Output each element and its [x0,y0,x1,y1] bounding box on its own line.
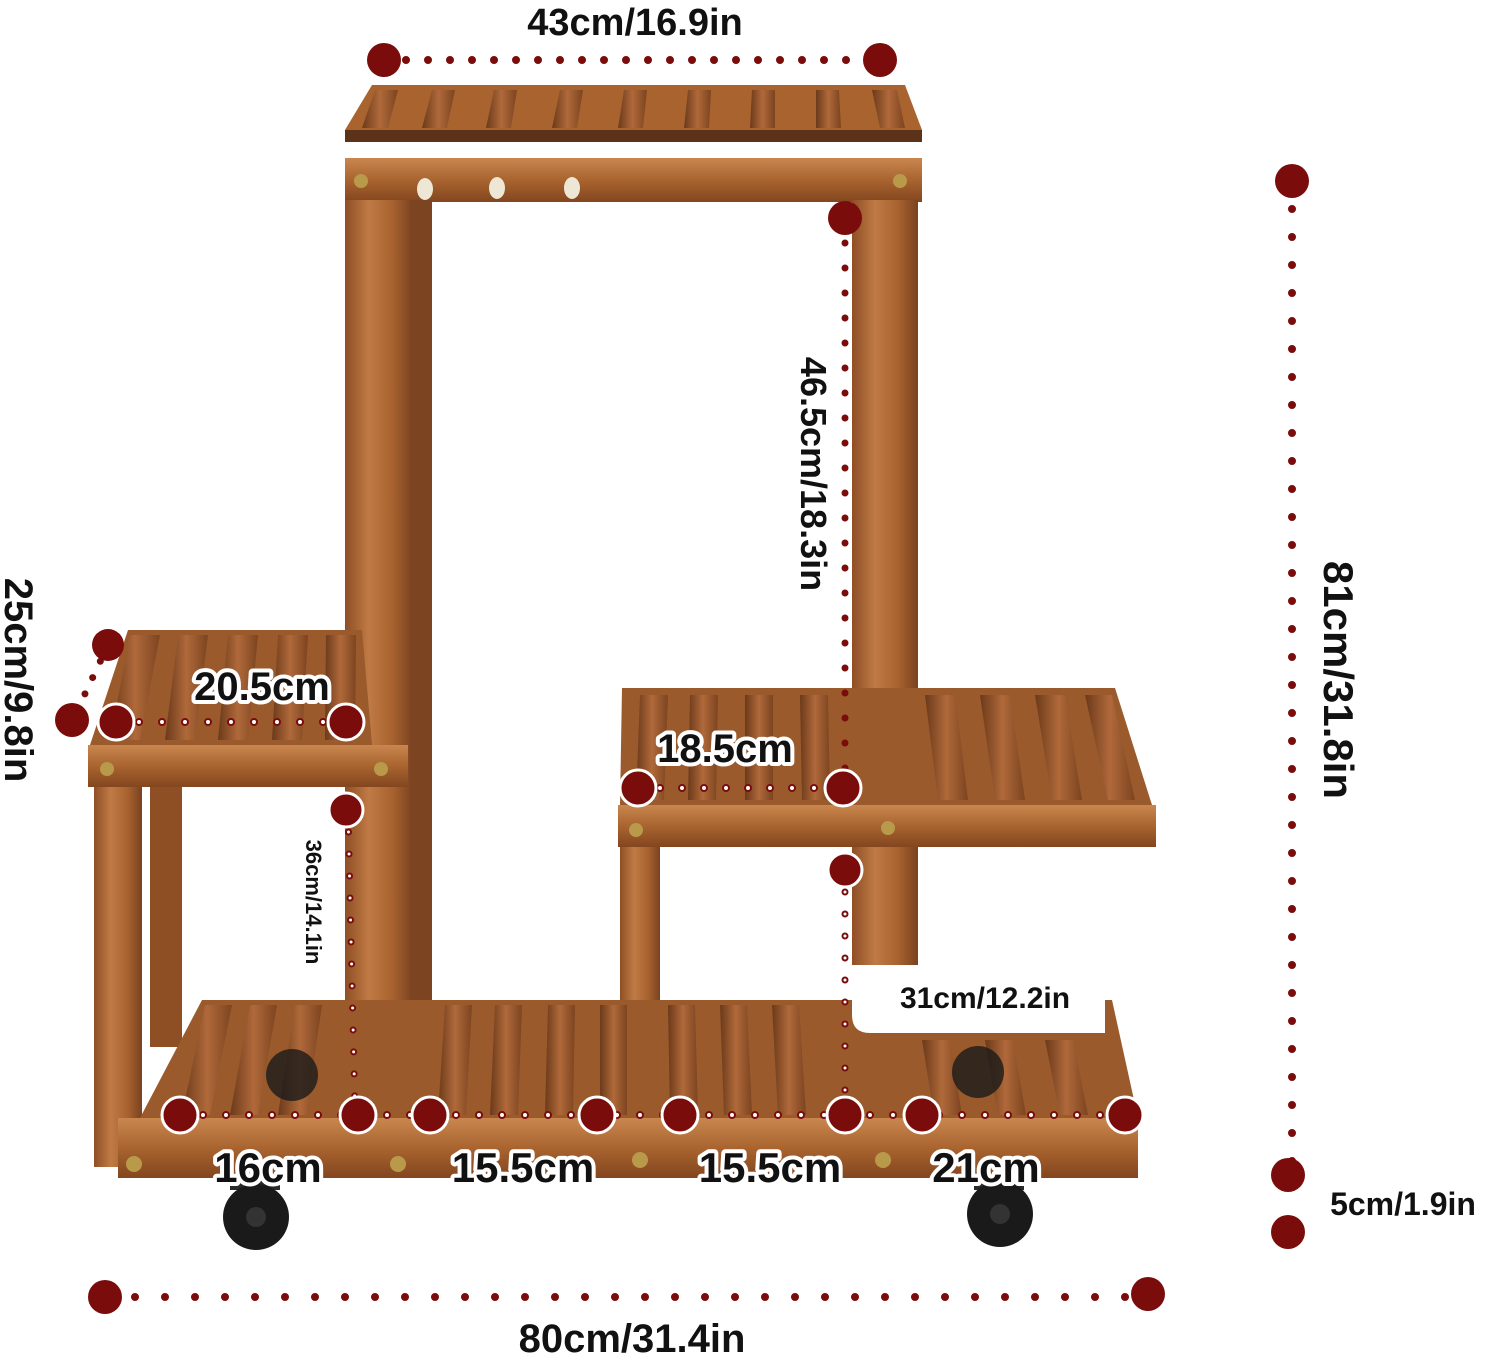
total-height-marker [1271,164,1309,1249]
top-width-marker [367,43,897,77]
wheel-icon [223,1178,289,1250]
bolt-icon [354,174,368,188]
dimension-markers [55,43,1309,1314]
left-shelf-front-rail [88,745,408,787]
bolt-icon [100,762,114,776]
bolt-icon [632,1152,648,1168]
label-top-width: 43cm/16.9in [527,2,742,44]
label-left-height: 36cm/14.1in [301,840,326,965]
left-front-leg [94,787,142,1167]
left-height-marker [327,791,365,1114]
label-right-lower-height: 31cm/12.2in [900,982,1070,1015]
label-bottom-segment-3: 15.5cm [699,1144,841,1191]
label-bottom-segment-4: 21cm [932,1144,1039,1191]
bolt-icon [875,1152,891,1168]
wooden-plant-stand [88,85,1156,1250]
hook-icon [564,177,580,199]
label-tag-31cm [852,965,1105,1033]
label-wheel-height: 5cm/1.9in [1330,1186,1476,1222]
label-bottom-segment-2: 15.5cm [452,1144,594,1191]
top-front-rail [345,158,922,202]
top-shelf-slats [362,90,905,128]
bolt-icon [374,762,388,776]
left-back-leg [150,787,182,1047]
rear-wheel-icon [266,1046,1004,1101]
label-left-depth: 25cm/9.8in [0,578,40,783]
bolt-icon [881,821,895,835]
label-bottom-segment-1: 16cm [214,1144,321,1191]
bottom-segments-marker [160,1095,1145,1135]
hook-icon [489,177,505,199]
hook-icon [417,178,433,200]
middle-shelf [618,688,1156,847]
total-width-marker [88,1277,1165,1314]
right-lower-height-marker [826,851,864,1116]
bolt-icon [390,1156,406,1172]
label-total-width: 80cm/31.4in [519,1317,746,1361]
bottom-front-rail [118,1118,1138,1178]
label-left-width: 20.5cm [194,665,330,709]
middle-width-marker [618,768,863,808]
label-upper-height: 46.5cm/18.3in [793,357,834,591]
wheel-icon [967,1178,1033,1247]
bolt-icon [126,1156,142,1172]
left-shelf [88,630,408,787]
label-middle-width: 18.5cm [657,727,793,771]
bolt-icon [893,174,907,188]
bolt-icon [629,823,643,837]
left-depth-marker [55,629,124,737]
label-total-height: 81cm/31.8in [1315,561,1362,799]
upper-height-marker [828,201,862,792]
top-shelf [345,85,922,202]
left-width-marker [96,702,366,742]
